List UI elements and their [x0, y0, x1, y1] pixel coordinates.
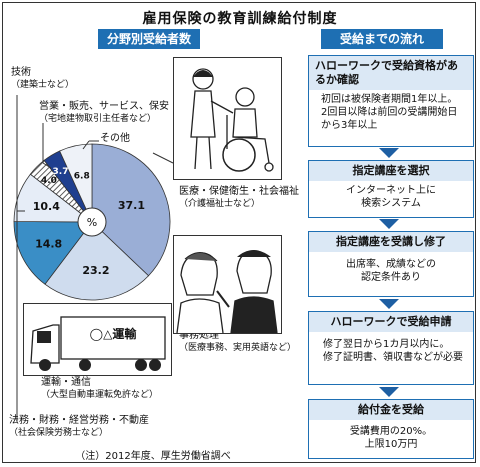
- flow-arrow-1: [379, 148, 399, 158]
- flow-step-1-body: 初回は被保険者期間1年以上。 2回目以降は前回の受講開始日 から3年以上: [309, 90, 473, 136]
- flow-step-2-line-2: 検索システム: [361, 198, 421, 209]
- flow-step-4-body: 修了翌日から1カ月以内に。 修了証明書、領収書などが必要: [309, 332, 473, 368]
- label-iryo-sub: （介護福祉士など）: [179, 199, 261, 209]
- pie-value-label: 37.1: [118, 199, 145, 212]
- label-sonota-name: その他: [100, 133, 130, 144]
- truck-label: ◯△運輸: [89, 327, 137, 341]
- flow-arrow-2: [379, 219, 399, 229]
- left-panel-header: 分野別受給者数: [98, 29, 200, 49]
- flow-step-1-line-3: から3年以上: [321, 120, 378, 131]
- pie-value-label: 10.4: [33, 200, 60, 213]
- flow-step-5-line-1: 受講費用の20%。: [349, 426, 433, 437]
- flow-step-3: 指定講座を受講し修了 出席率、成績などの 認定条件あり: [308, 231, 474, 297]
- pie-slice: [44, 221, 150, 301]
- infographic-frame: 雇用保険の教育訓練給付制度 分野別受給者数 37.1 23.2 14.8 10.4 4.…: [2, 2, 476, 463]
- pie-slice: [59, 143, 93, 223]
- label-jimu-name: 事務処理: [179, 330, 219, 341]
- label-homu-sub: （社会保険労務士など）: [9, 428, 109, 438]
- label-gijutsu-name: 技術: [11, 67, 31, 78]
- office-workers-illustration: [173, 235, 282, 334]
- flow-step-5: 給付金を受給 受講費用の20%。 上限10万円: [308, 399, 474, 459]
- flow-step-4-line-1: 修了翌日から1カ月以内に。: [323, 339, 450, 350]
- label-gijutsu-sub: （建築士など）: [11, 80, 75, 90]
- label-iryo-name: 医療・保健衛生・社会福祉: [179, 186, 299, 197]
- label-unyu: 運輸・通信 （大型自動車運転免許など）: [41, 377, 158, 401]
- label-jimu: 事務処理 （医療事務、実用英語など）: [179, 330, 296, 354]
- flow-step-3-line-2: 認定条件あり: [361, 272, 421, 283]
- flow-step-1: ハローワークで受給資格があるか確認 初回は被保険者期間1年以上。 2回目以降は前…: [308, 55, 474, 147]
- flow-step-5-line-2: 上限10万円: [364, 439, 418, 450]
- pie-value-label: 4.0: [41, 176, 57, 186]
- flow-step-4-line-2: 修了証明書、領収書などが必要: [323, 352, 463, 363]
- flow-step-4-head: ハローワークで受給申請: [309, 312, 473, 332]
- flow-arrow-4: [379, 387, 399, 397]
- label-iryo: 医療・保健衛生・社会福祉 （介護福祉士など）: [179, 186, 299, 210]
- flow-arrow-3: [379, 299, 399, 309]
- caregiver-illustration: [173, 57, 282, 180]
- label-unyu-name: 運輸・通信: [41, 377, 91, 388]
- flow-step-3-line-1: 出席率、成績などの: [346, 259, 436, 270]
- label-gijutsu: 技術 （建築士など）: [11, 67, 74, 91]
- flow-step-3-body: 出席率、成績などの 認定条件あり: [309, 252, 473, 288]
- flow-step-2-head: 指定講座を選択: [309, 161, 473, 181]
- flow-step-3-head: 指定講座を受講し修了: [309, 232, 473, 252]
- flow-step-5-body: 受講費用の20%。 上限10万円: [309, 420, 473, 455]
- flow-step-2-line-1: インターネット上に: [346, 185, 436, 196]
- pie-slice: [13, 221, 93, 285]
- pie-center-label: %: [87, 216, 97, 229]
- pie-slices: [13, 143, 171, 301]
- pie-value-label: 14.8: [35, 237, 62, 250]
- pie-slice: [91, 143, 171, 277]
- pie-value-label: 23.2: [82, 264, 109, 277]
- flow-step-4: ハローワークで受給申請 修了翌日から1カ月以内に。 修了証明書、領収書などが必要: [308, 311, 474, 385]
- truck-illustration: ◯△運輸: [23, 303, 173, 377]
- pie-value-label: 3.7: [53, 167, 69, 177]
- flow-step-1-line-2: 2回目以降は前回の受講開始日: [321, 107, 458, 118]
- label-homu-name: 法務・財務・経営労務・不動産: [9, 415, 149, 426]
- label-eigyo: 営業・販売、サービス、保安 （宅地建物取引主任者など）: [39, 101, 169, 125]
- label-homu: 法務・財務・経営労務・不動産 （社会保険労務士など）: [9, 415, 149, 439]
- source-note: （注）2012年度、厚生労働省調べ: [75, 451, 231, 462]
- label-eigyo-name: 営業・販売、サービス、保安: [39, 101, 169, 112]
- label-jimu-sub: （医療事務、実用英語など）: [179, 343, 297, 353]
- pie-chart: 37.1 23.2 14.8 10.4 4.03.7 6.8 %: [13, 143, 171, 301]
- flow-step-5-head: 給付金を受給: [309, 400, 473, 420]
- pie-center-circle: [77, 207, 107, 237]
- flow-step-1-head: ハローワークで受給資格があるか確認: [309, 56, 473, 90]
- right-panel-header: 受給までの流れ: [321, 29, 443, 49]
- flow-step-2: 指定講座を選択 インターネット上に 検索システム: [308, 160, 474, 218]
- label-sonota: その他: [100, 133, 130, 145]
- label-unyu-sub: （大型自動車運転免許など）: [41, 390, 159, 400]
- flow-step-1-line-1: 初回は被保険者期間1年以上。: [321, 94, 458, 105]
- truck-icon: [23, 303, 172, 376]
- page-title: 雇用保険の教育訓練給付制度: [142, 11, 338, 27]
- label-eigyo-sub: （宅地建物取引主任者など）: [39, 114, 157, 124]
- pie-value-label: 6.8: [74, 172, 90, 182]
- pie-value-labels: 37.1 23.2 14.8 10.4 4.03.7 6.8: [33, 167, 145, 277]
- flow-step-2-body: インターネット上に 検索システム: [309, 181, 473, 214]
